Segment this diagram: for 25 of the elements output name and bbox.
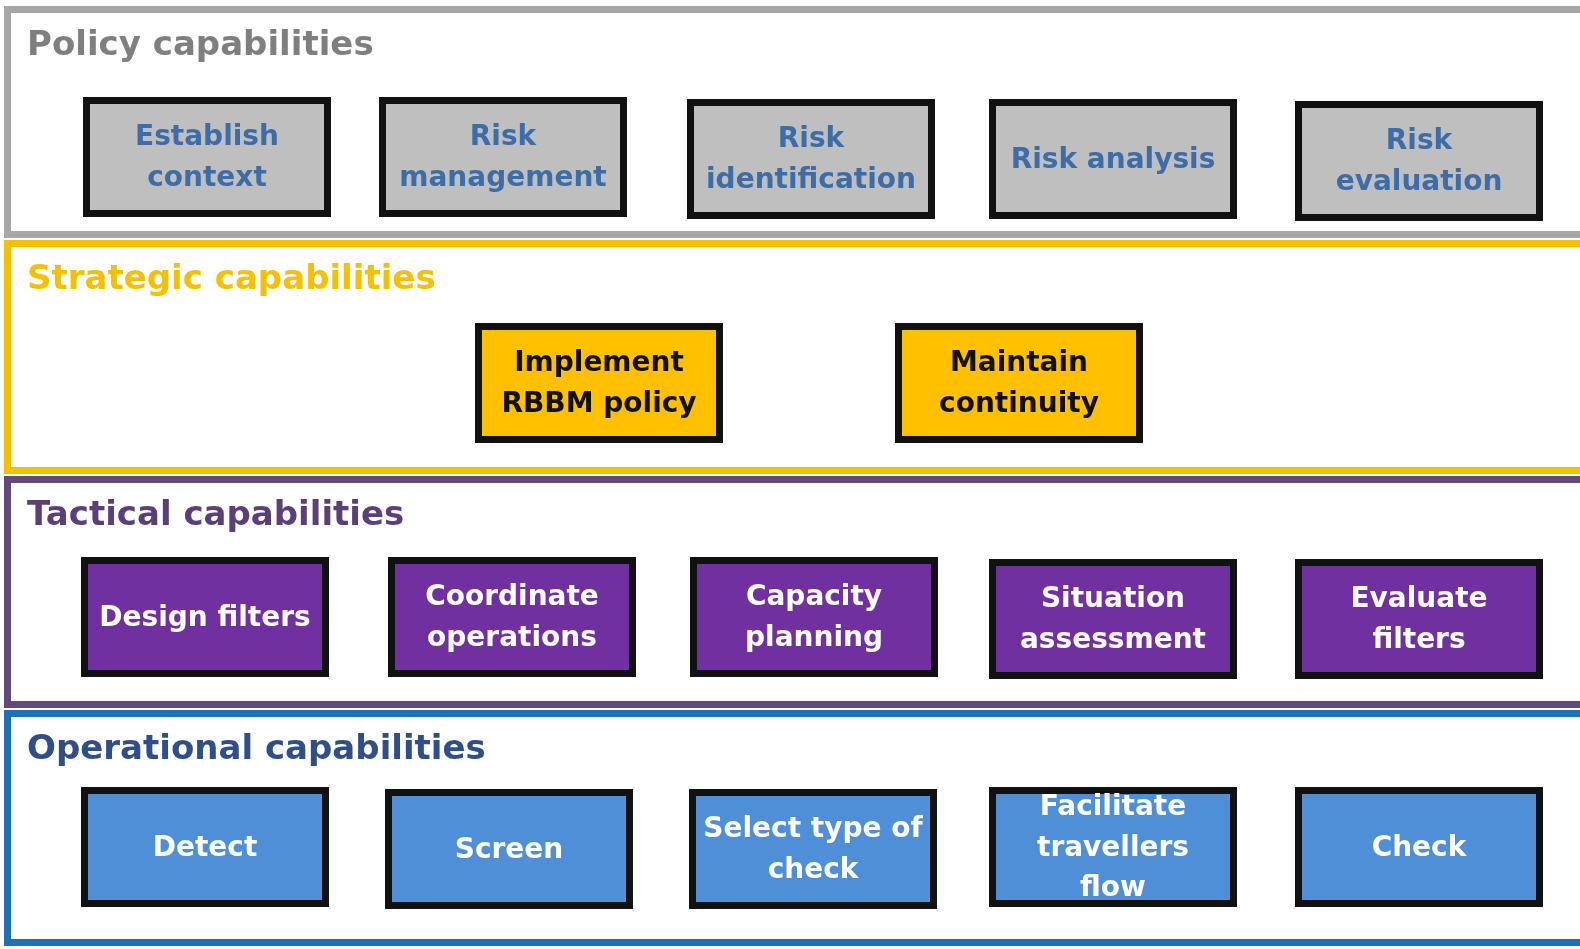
capability-band xyxy=(4,240,1580,474)
capability-box: Select type of check xyxy=(689,789,937,909)
band-title: Policy capabilities xyxy=(27,23,374,63)
capability-box: Screen xyxy=(385,789,633,909)
capability-box: Implement RBBM policy xyxy=(475,323,723,443)
capability-box: Maintain continuity xyxy=(895,323,1143,443)
capability-band xyxy=(4,6,1580,238)
capability-band xyxy=(4,476,1580,708)
capability-box: Situation assessment xyxy=(989,559,1237,679)
capability-box: Detect xyxy=(81,787,329,907)
capability-box: Capacity planning xyxy=(690,557,938,677)
capability-box: Risk analysis xyxy=(989,99,1237,219)
capability-box: Facilitate travellers flow xyxy=(989,787,1237,907)
capability-box: Design filters xyxy=(81,557,329,677)
capability-band xyxy=(4,710,1580,946)
capability-box: Evaluate filters xyxy=(1295,559,1543,679)
capability-box: Risk identification xyxy=(687,99,935,219)
band-title: Tactical capabilities xyxy=(27,493,405,533)
capability-box: Check xyxy=(1295,787,1543,907)
capability-box: Risk evaluation xyxy=(1295,101,1543,221)
capability-box: Establish context xyxy=(83,97,331,217)
capability-box: Risk management xyxy=(379,97,627,217)
capability-box: Coordinate operations xyxy=(388,557,636,677)
band-title: Strategic capabilities xyxy=(27,257,436,297)
band-title: Operational capabilities xyxy=(27,727,486,767)
